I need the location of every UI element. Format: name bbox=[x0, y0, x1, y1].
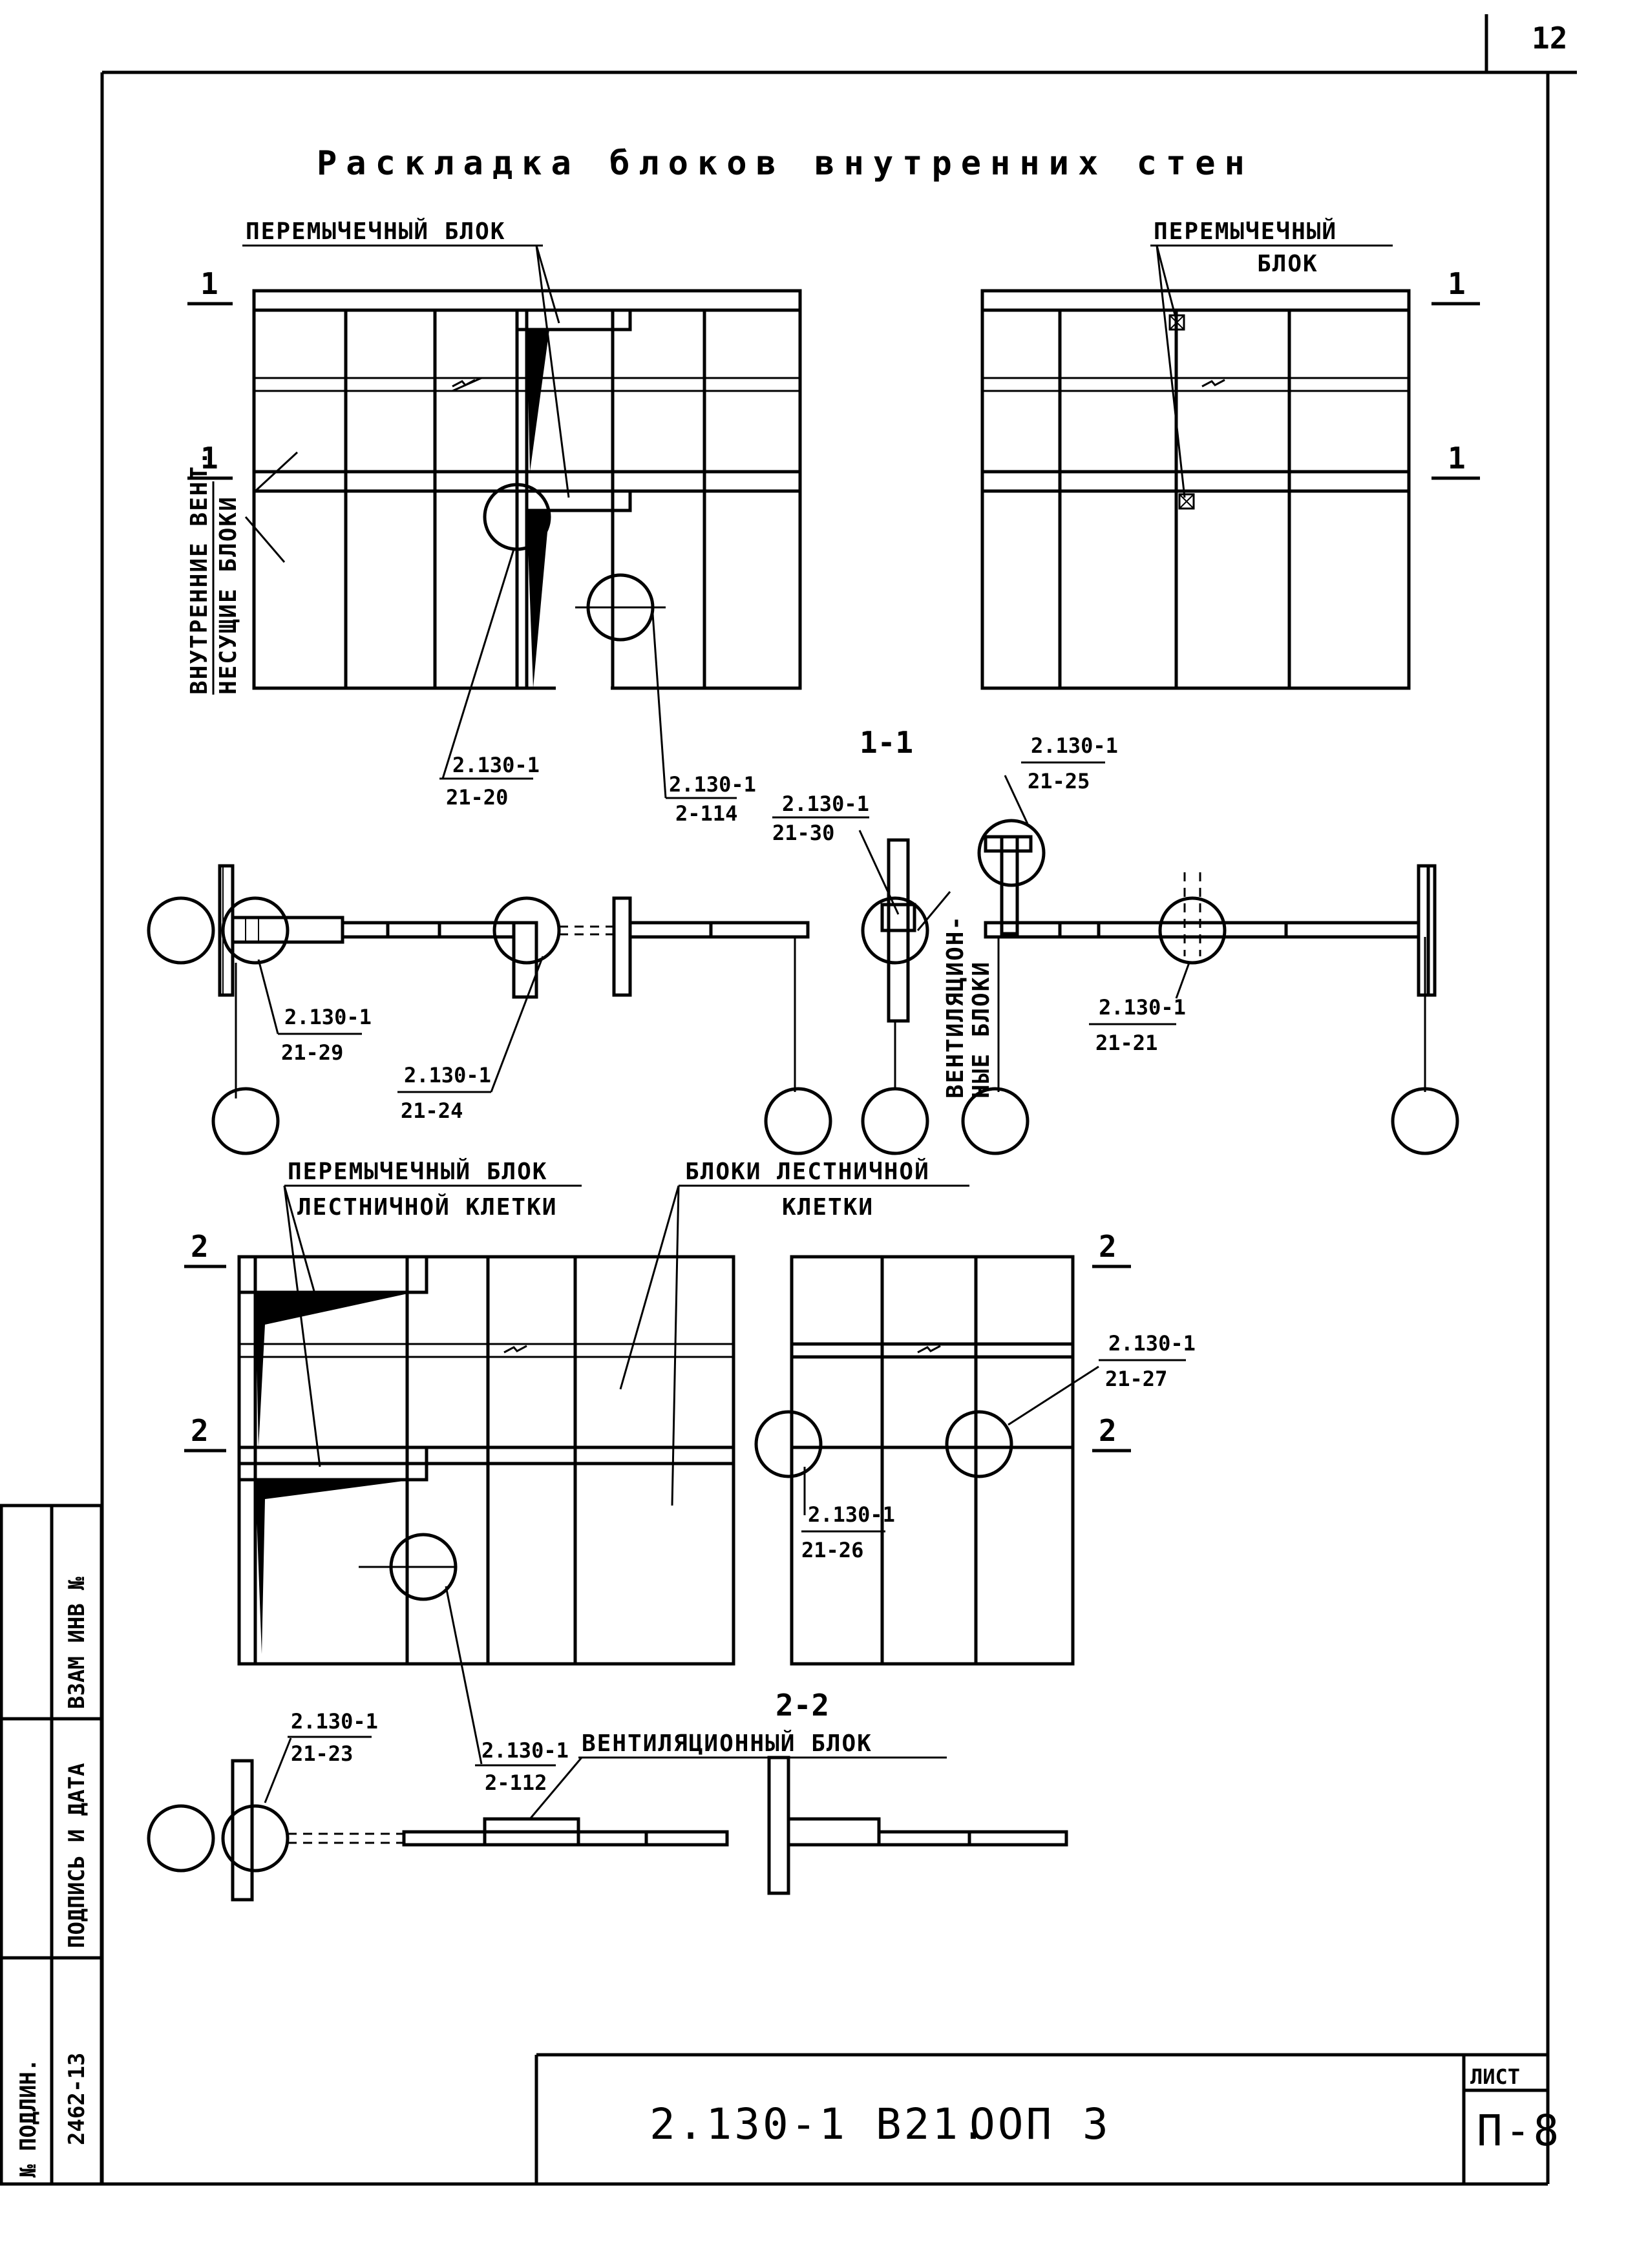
section-mark: 1 bbox=[200, 266, 218, 301]
elevation-bottom-left: 2 2 bbox=[184, 1185, 735, 1765]
label-ventilation-block: ВЕНТИЛЯЦИОННЫЙ БЛОК bbox=[582, 1730, 872, 1757]
section-title-2-2: 2-2 bbox=[776, 1688, 829, 1723]
label-lintel-block: ПЕРЕМЫЧЕЧНЫЙ БЛОК bbox=[246, 218, 505, 245]
plan-1-1-left bbox=[147, 864, 832, 1155]
label-bearing-blocks: НЕСУЩИЕ БЛОКИ bbox=[215, 496, 242, 695]
svg-text:2-114: 2-114 bbox=[675, 801, 737, 826]
svg-text:2.130-1: 2.130-1 bbox=[669, 772, 756, 797]
section-mark: 1 bbox=[200, 441, 218, 476]
svg-text:2.130-1: 2.130-1 bbox=[1108, 1331, 1196, 1356]
reference-21-27: 2.130-1 21-27 bbox=[1099, 1331, 1196, 1391]
reference-21-21: 2.130-1 21-21 bbox=[1089, 995, 1186, 1055]
page-number: 12 bbox=[1532, 21, 1567, 56]
svg-text:2.130-1: 2.130-1 bbox=[291, 1709, 378, 1734]
stamp-orig-value: 2462-13 bbox=[64, 2053, 90, 2145]
section-mark: 2 bbox=[1099, 1229, 1117, 1264]
reference-21-20: 2.130-1 21-20 bbox=[439, 753, 540, 810]
stamp-orig-no: № ПОДЛИН. bbox=[16, 2059, 41, 2178]
reference-2-114: 2.130-1 2-114 bbox=[666, 772, 756, 826]
svg-text:21-23: 21-23 bbox=[291, 1741, 353, 1766]
svg-text:2.130-1: 2.130-1 bbox=[808, 1502, 895, 1527]
svg-text:21-24: 21-24 bbox=[401, 1098, 463, 1123]
plan-1-1-right bbox=[977, 775, 1459, 1155]
section-mark: 1 bbox=[1448, 441, 1466, 476]
reference-21-23: 2.130-1 21-23 bbox=[288, 1709, 378, 1766]
svg-text:2-112: 2-112 bbox=[485, 1770, 547, 1795]
label-stair-lintel: ПЕРЕМЫЧЕЧНЫЙ БЛОК bbox=[288, 1158, 547, 1185]
label-lintel-block-right-2: БЛОК bbox=[1257, 251, 1318, 277]
stamp-sign-date: ПОДПИСЬ И ДАТА bbox=[64, 1763, 90, 1948]
svg-text:2.130-1: 2.130-1 bbox=[782, 792, 869, 816]
svg-text:21-26: 21-26 bbox=[801, 1538, 863, 1562]
section-title-1-1: 1-1 bbox=[860, 725, 913, 760]
svg-text:21-27: 21-27 bbox=[1105, 1367, 1167, 1391]
label-internal-vent: ВНУТРЕННИЕ ВЕНТ. bbox=[186, 450, 213, 695]
svg-text:21-21: 21-21 bbox=[1095, 1031, 1157, 1055]
sheet-frame: 12 bbox=[100, 14, 1577, 2186]
reference-21-25: 2.130-1 21-25 bbox=[1021, 733, 1118, 793]
svg-text:21-25: 21-25 bbox=[1028, 769, 1090, 793]
section-mark: 2 bbox=[191, 1413, 209, 1448]
elevation-top-left: 1 1 bbox=[187, 245, 802, 799]
title-block: 2.130-1 В21. ООП 3 ЛИСТ П-8 bbox=[534, 2053, 1561, 2184]
svg-text:2.130-1: 2.130-1 bbox=[404, 1063, 491, 1087]
reference-21-29: 2.130-1 21-29 bbox=[278, 1005, 372, 1065]
label-lintel-block-right: ПЕРЕМЫЧЕЧНЫЙ bbox=[1154, 218, 1337, 245]
reference-21-26: 2.130-1 21-26 bbox=[801, 1502, 895, 1562]
section-mark: 1 bbox=[1448, 266, 1466, 301]
reference-2-112: 2.130-1 2-112 bbox=[475, 1738, 569, 1795]
title-block-code: ООП 3 bbox=[969, 2099, 1111, 2149]
title-block-sheet-label: ЛИСТ bbox=[1470, 2064, 1520, 2089]
elevation-top-right: 1 1 bbox=[980, 245, 1480, 690]
reference-21-30: 2.130-1 21-30 bbox=[772, 792, 869, 845]
label-stair-lintel-2: ЛЕСТНИЧНОЙ КЛЕТКИ bbox=[297, 1193, 557, 1221]
elevation-bottom-right: 2 2 bbox=[754, 1229, 1131, 1666]
svg-text:2.130-1: 2.130-1 bbox=[284, 1005, 372, 1029]
reference-21-24: 2.130-1 21-24 bbox=[397, 1063, 491, 1123]
detail-circle bbox=[483, 483, 551, 551]
side-stamp: ВЗАМ ИНВ № ПОДПИСЬ И ДАТА № ПОДЛИН. 2462… bbox=[0, 1504, 103, 2186]
title-block-sheet-value: П-8 bbox=[1477, 2106, 1561, 2156]
stamp-inv-no: ВЗАМ ИНВ № bbox=[64, 1577, 90, 1709]
page-title: Раскладка блоков внутренних стен bbox=[317, 144, 1254, 183]
section-mark: 2 bbox=[1099, 1413, 1117, 1448]
svg-text:21-30: 21-30 bbox=[772, 821, 834, 845]
svg-text:2.130-1: 2.130-1 bbox=[1099, 995, 1186, 1020]
plan-2-2 bbox=[147, 1738, 1068, 1902]
svg-text:2.130-1: 2.130-1 bbox=[1031, 733, 1118, 758]
svg-text:21-29: 21-29 bbox=[281, 1040, 343, 1065]
label-stair-blocks-2: КЛЕТКИ bbox=[782, 1194, 874, 1221]
svg-text:21-20: 21-20 bbox=[446, 785, 508, 810]
title-block-designation: 2.130-1 В21. bbox=[650, 2099, 989, 2149]
plan-1-1-center bbox=[858, 830, 1030, 1155]
svg-text:2.130-1: 2.130-1 bbox=[481, 1738, 569, 1763]
label-stair-blocks: БЛОКИ ЛЕСТНИЧНОЙ bbox=[685, 1158, 930, 1185]
section-mark: 2 bbox=[191, 1229, 209, 1264]
label-ventilation-blocks-2: НЫЕ БЛОКИ bbox=[968, 961, 995, 1098]
label-ventilation-blocks: ВЕНТИЛЯЦИОН- bbox=[942, 915, 969, 1098]
svg-text:2.130-1: 2.130-1 bbox=[452, 753, 540, 777]
